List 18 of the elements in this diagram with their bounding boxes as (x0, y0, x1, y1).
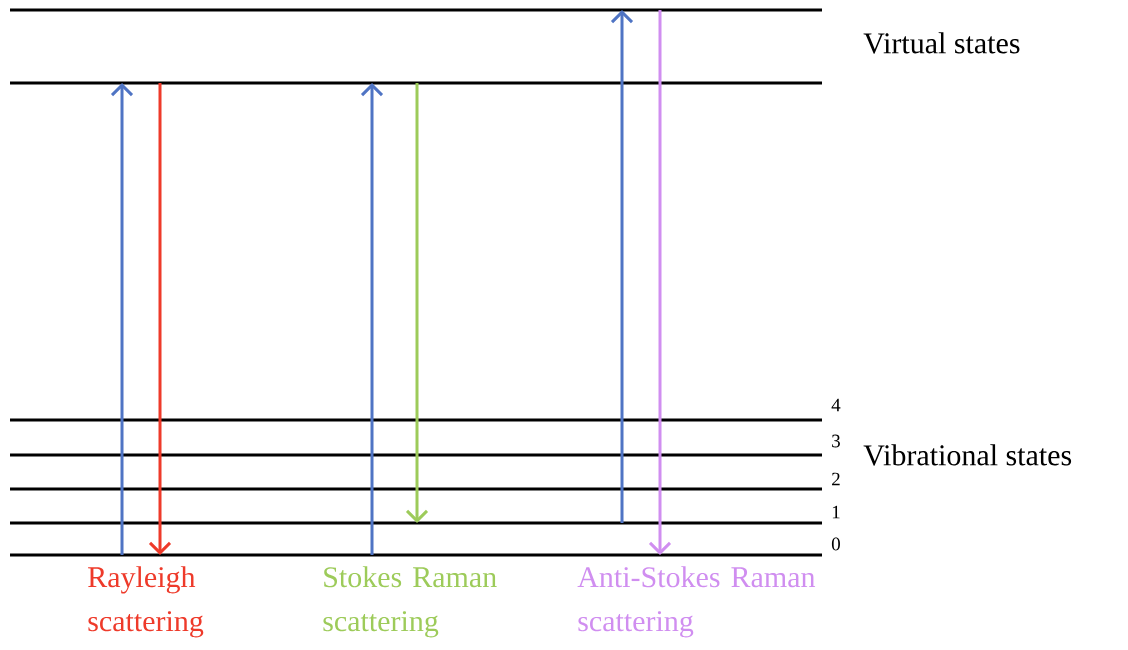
level-number: 1 (832, 505, 840, 519)
arrow (610, 10, 634, 523)
arrow (148, 83, 172, 555)
level-number: 4 (831, 398, 841, 412)
process-label: Anti-Stokes Raman scattering (577, 566, 816, 638)
level-number: 2 (832, 472, 840, 486)
state-label: Virtual states (863, 32, 1020, 54)
arrow (405, 83, 429, 523)
level-number: 3 (832, 434, 840, 448)
arrow (110, 83, 134, 555)
arrow (648, 10, 672, 555)
level-number: 0 (831, 537, 840, 551)
process-label: Rayleigh scattering (88, 566, 204, 638)
energy-level-line (10, 81, 822, 85)
state-label: Vibrational states (863, 444, 1072, 466)
process-label: Stokes Raman scattering (323, 566, 497, 638)
arrow (360, 83, 384, 555)
energy-level-line (10, 8, 822, 12)
